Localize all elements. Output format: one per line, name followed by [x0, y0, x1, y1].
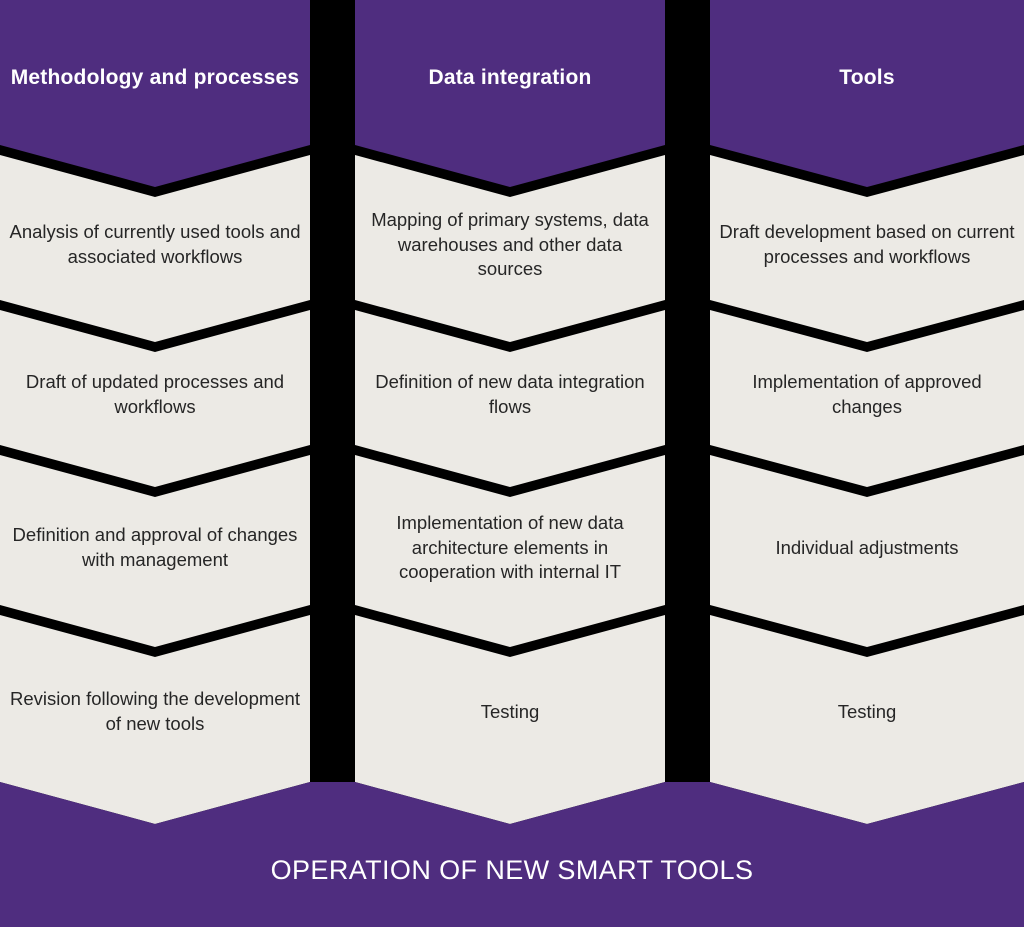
step-chevron-methodology-and-processes-4 [0, 615, 310, 824]
step-chevron-tools-1 [710, 155, 1024, 342]
step-chevron-tools-3 [710, 455, 1024, 647]
step-chevron-data-integration-2 [355, 310, 665, 487]
column-header-shape-tools [710, 0, 1024, 187]
step-chevron-data-integration-3 [355, 455, 665, 647]
column-header-shape-methodology-and-processes [0, 0, 310, 187]
step-chevron-tools-4 [710, 615, 1024, 824]
step-chevron-methodology-and-processes-1 [0, 155, 310, 342]
step-chevron-data-integration-4 [355, 615, 665, 824]
step-chevron-tools-2 [710, 310, 1024, 487]
step-chevron-methodology-and-processes-3 [0, 455, 310, 647]
step-chevron-data-integration-1 [355, 155, 665, 342]
column-header-shape-data-integration [355, 0, 665, 187]
step-chevron-methodology-and-processes-2 [0, 310, 310, 487]
footer-banner-shape [0, 782, 1024, 927]
